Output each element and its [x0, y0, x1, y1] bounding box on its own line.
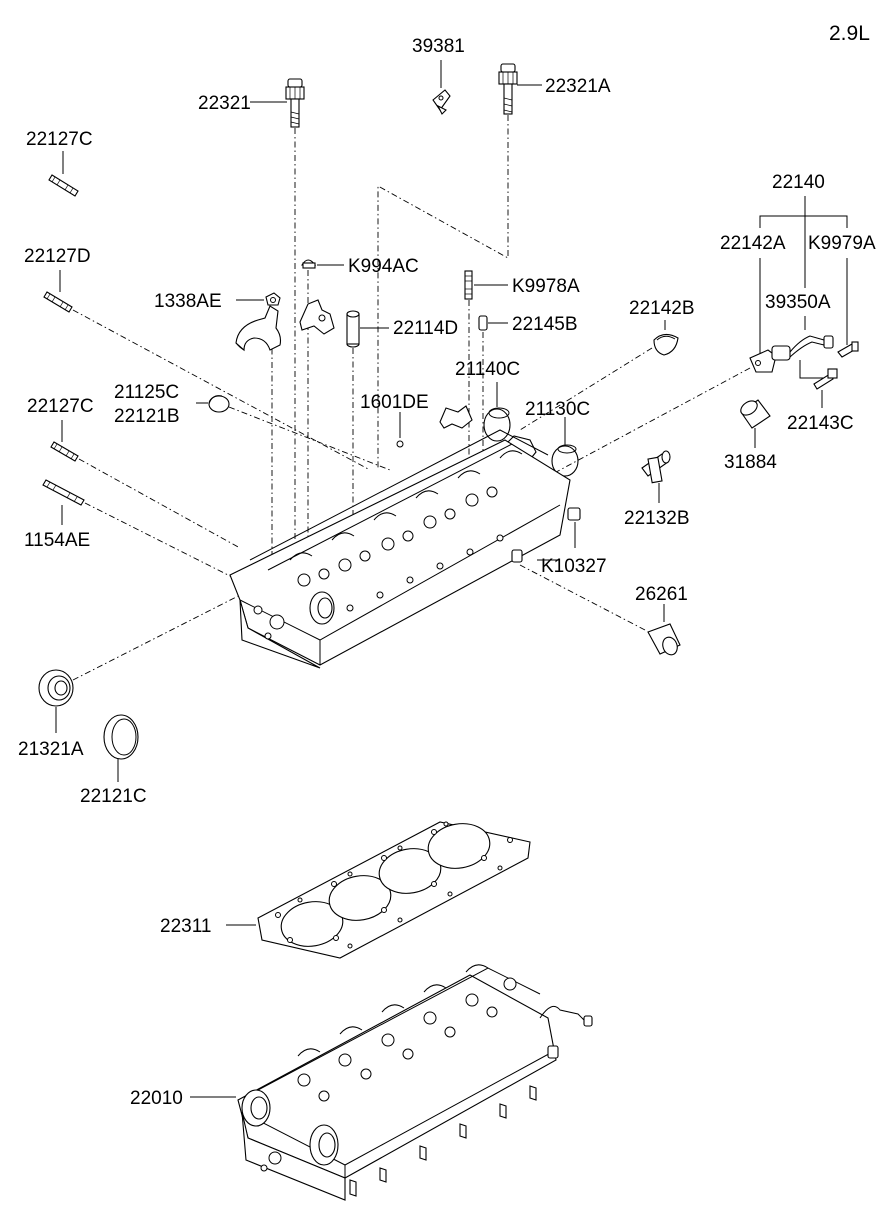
- sensor-39350A: [749, 335, 834, 373]
- label-1601DE: 1601DE: [360, 392, 429, 413]
- tube-31884: [740, 399, 771, 429]
- tube-22114D: [346, 310, 360, 348]
- label-22127C-mid: 22127C: [27, 396, 94, 417]
- label-21321A: 21321A: [18, 739, 84, 760]
- label-22121C: 22121C: [80, 786, 147, 807]
- cap-21140C: [483, 407, 511, 442]
- label-K10327: K10327: [541, 556, 607, 577]
- nut-1338AE: [265, 292, 281, 306]
- engine-variant-label: 2.9L: [829, 22, 870, 45]
- label-21125C: 21125C: [114, 382, 179, 403]
- label-39350A: 39350A: [765, 292, 831, 313]
- cylinder-head-assembly-22010: [237, 964, 593, 1201]
- label-1154AE: 1154AE: [24, 530, 90, 551]
- oil-seal-21321A: [38, 669, 74, 707]
- cylinder-head-exploded: [229, 429, 571, 669]
- label-22127C-top: 22127C: [26, 129, 93, 150]
- label-22114D: 22114D: [393, 318, 458, 339]
- label-22132B: 22132B: [624, 508, 690, 529]
- label-22127D: 22127D: [24, 246, 91, 267]
- stud-22127C-top: [48, 174, 79, 197]
- bracket-right: [299, 299, 335, 335]
- label-22145B: 22145B: [512, 314, 578, 335]
- plug-21125C: [208, 395, 230, 413]
- label-22121B: 22121B: [114, 406, 180, 427]
- bracket-center: [439, 405, 473, 429]
- label-22143C: 22143C: [787, 413, 854, 434]
- label-K994AC: K994AC: [348, 256, 419, 277]
- nut-K994AC: [301, 259, 317, 269]
- bolt-K9979A: [837, 341, 859, 358]
- head-bolt-22321: [285, 78, 305, 128]
- label-21130C: 21130C: [525, 399, 590, 420]
- plug-26261: [647, 623, 681, 656]
- label-39381: 39381: [412, 36, 465, 57]
- label-26261: 26261: [635, 584, 688, 605]
- label-21140C: 21140C: [455, 359, 520, 380]
- plug-K10327: [567, 507, 581, 521]
- label-22321: 22321: [198, 93, 251, 114]
- label-22140: 22140: [772, 172, 825, 193]
- bearing-cap-left: [235, 305, 282, 352]
- stud-22127C-mid: [50, 441, 79, 462]
- fitting-22132B: [641, 450, 671, 484]
- label-22010: 22010: [130, 1088, 183, 1109]
- stud-1154AE: [42, 479, 85, 506]
- pin-22145B: [478, 315, 488, 331]
- cap-22121C: [103, 714, 139, 760]
- stud-K9978A: [464, 270, 473, 300]
- bolt-22143C: [813, 368, 838, 390]
- label-22142B: 22142B: [629, 298, 695, 319]
- label-22311: 22311: [160, 916, 211, 937]
- stud-22127D: [43, 291, 73, 313]
- washer-1601DE: [396, 440, 404, 448]
- label-31884: 31884: [724, 452, 777, 473]
- label-22142A: 22142A: [720, 233, 786, 254]
- label-1338AE: 1338AE: [154, 291, 222, 312]
- label-22321A: 22321A: [545, 76, 611, 97]
- label-K9978A: K9978A: [512, 276, 580, 297]
- seal-22142B: [653, 333, 679, 356]
- clip-39381: [432, 89, 451, 115]
- head-gasket-22311: [257, 821, 531, 959]
- label-K9979A: K9979A: [808, 233, 876, 254]
- head-bolt-22321A: [498, 63, 518, 115]
